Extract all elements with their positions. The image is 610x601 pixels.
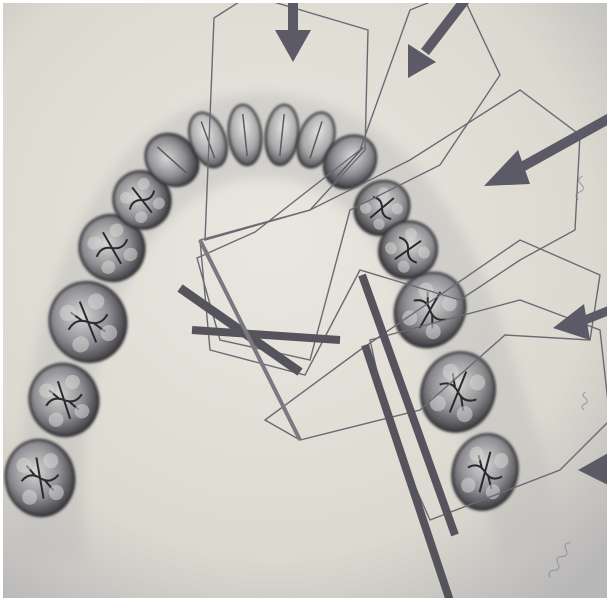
image-frame bbox=[0, 0, 610, 601]
dental-arch-illustration bbox=[0, 0, 610, 601]
